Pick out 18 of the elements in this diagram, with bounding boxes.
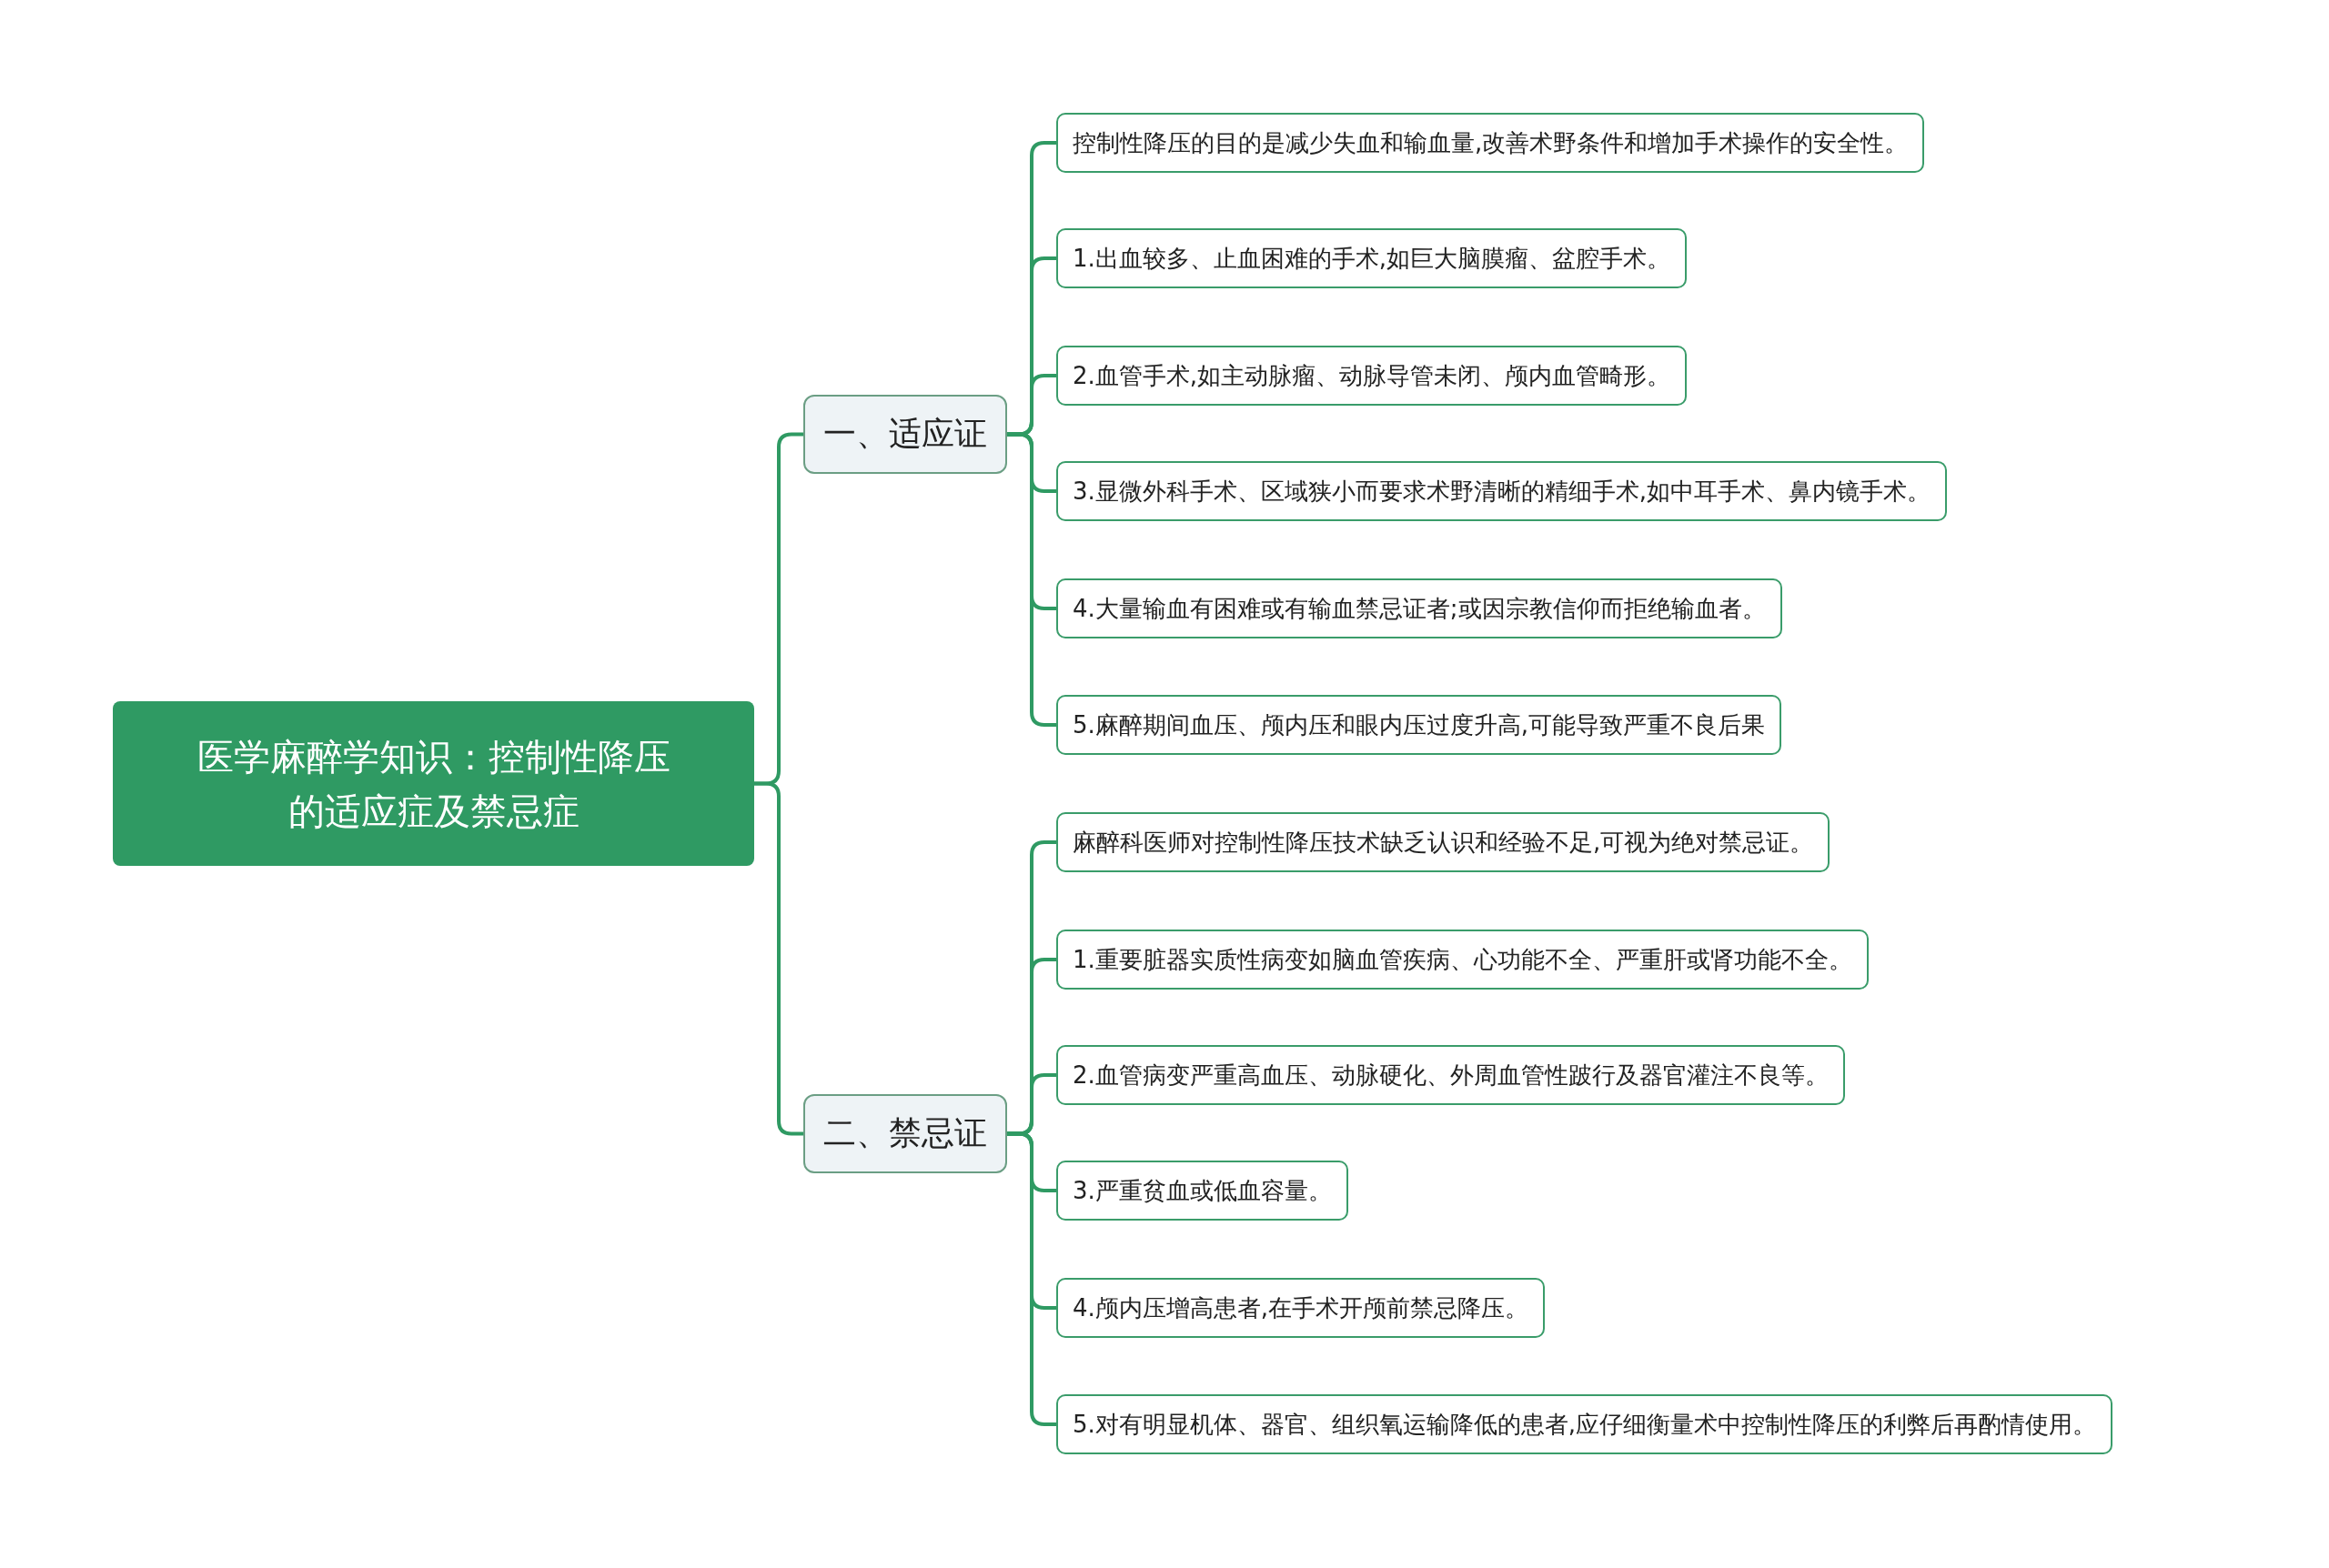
leaf-box: 2.血管手术,如主动脉瘤、动脉导管未闭、颅内血管畸形。	[1056, 346, 1688, 406]
leaf-box: 5.麻醉期间血压、颅内压和眼内压过度升高,可能导致严重不良后果	[1056, 695, 1782, 755]
branch-box: 二、禁忌证	[803, 1094, 1007, 1173]
leaf-box: 4.颅内压增高患者,在手术开颅前禁忌降压。	[1056, 1278, 1546, 1338]
leaf-box: 4.大量输血有困难或有输血禁忌证者;或因宗教信仰而拒绝输血者。	[1056, 578, 1782, 638]
leaf-box: 1.出血较多、止血困难的手术,如巨大脑膜瘤、盆腔手术。	[1056, 228, 1688, 288]
leaf-box: 2.血管病变严重高血压、动脉硬化、外周血管性跛行及器官灌注不良等。	[1056, 1045, 1845, 1105]
leaf-box: 5.对有明显机体、器官、组织氧运输降低的患者,应仔细衡量术中控制性降压的利弊后再酌情使用。	[1056, 1394, 2113, 1454]
connector-line	[1007, 1131, 1056, 1426]
leaf-box: 3.显微外科手术、区域狭小而要求术野清晰的精细手术,如中耳手术、鼻内镜手术。	[1056, 461, 1948, 521]
connector-line	[1007, 432, 1056, 727]
branch-box: 一、适应证	[803, 395, 1007, 474]
connector-line	[754, 781, 803, 1136]
leaf-box: 1.重要脏器实质性病变如脑血管疾病、心功能不全、严重肝或肾功能不全。	[1056, 930, 1869, 990]
central-topic-box: 医学麻醉学知识：控制性降压的适应症及禁忌症	[113, 701, 754, 866]
leaf-box: 麻醉科医师对控制性降压技术缺乏认识和经验不足,可视为绝对禁忌证。	[1056, 812, 1830, 872]
leaf-box: 控制性降压的目的是减少失血和输血量,改善术野条件和增加手术操作的安全性。	[1056, 113, 1925, 173]
leaf-box: 3.严重贫血或低血容量。	[1056, 1161, 1348, 1221]
